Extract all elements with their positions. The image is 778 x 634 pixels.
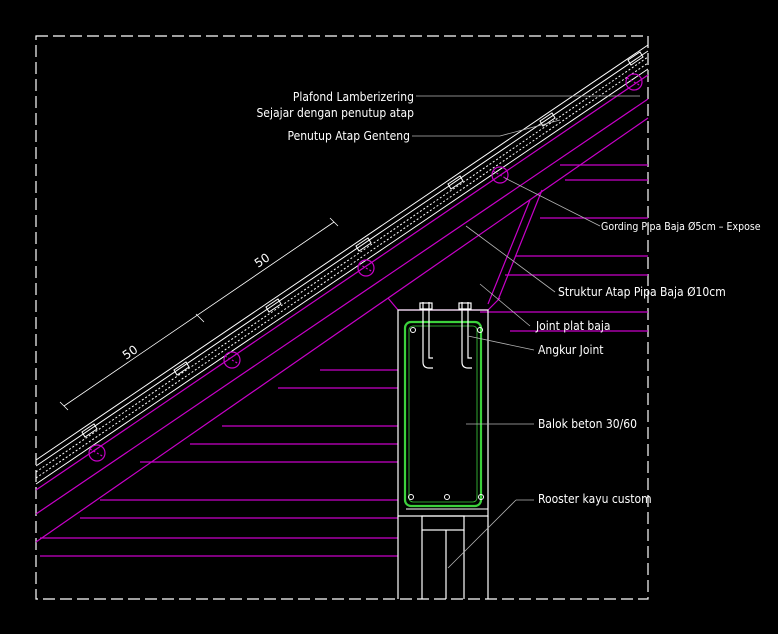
dimension-label-1: 50 bbox=[120, 342, 140, 362]
ceiling-battens bbox=[40, 164, 648, 557]
main-rebar bbox=[410, 327, 416, 333]
roof-slope bbox=[35, 44, 649, 543]
label-gording: Gording Pipa Baja Ø5cm – Expose bbox=[601, 221, 761, 233]
tile-clip-icon bbox=[539, 112, 556, 127]
label-plafond: Plafond Lamberizering bbox=[293, 90, 414, 104]
dimension-label-2: 50 bbox=[252, 250, 272, 270]
circle-pipe-icon bbox=[357, 259, 375, 277]
circle-pipe-icon bbox=[223, 351, 241, 369]
main-rebar bbox=[444, 494, 450, 500]
tile-clip-icon bbox=[355, 237, 372, 252]
main-rebar bbox=[478, 494, 484, 500]
label-rooster: Rooster kayu custom bbox=[538, 492, 652, 506]
leader-lines bbox=[412, 95, 640, 569]
dimension-line bbox=[59, 217, 339, 411]
circle-pipe-icon bbox=[625, 73, 643, 91]
label-plafond-sub: Sejajar dengan penutup atap bbox=[256, 106, 414, 120]
sheet-frame bbox=[35, 35, 649, 600]
tile-clip-icon bbox=[627, 51, 644, 66]
circle-pipe-icon bbox=[88, 444, 106, 462]
label-joint-plat: Joint plat baja bbox=[535, 319, 611, 333]
stirrup-rebar bbox=[403, 320, 483, 508]
gording-pipes bbox=[88, 73, 643, 462]
tile-clip-icon bbox=[173, 361, 190, 376]
column bbox=[397, 515, 489, 599]
main-rebar bbox=[408, 494, 414, 500]
label-penutup: Penutup Atap Genteng bbox=[287, 129, 410, 143]
main-rebar bbox=[477, 327, 483, 333]
circle-pipe-icon bbox=[491, 166, 509, 184]
anchor-bolt-icon bbox=[458, 302, 472, 369]
tile-clip-icon bbox=[265, 298, 282, 313]
tile-clip-icon bbox=[81, 423, 98, 438]
tile-clips bbox=[81, 51, 644, 438]
anchor-bolts bbox=[419, 302, 472, 369]
tile-clip-icon bbox=[447, 175, 464, 190]
concrete-beam bbox=[397, 309, 489, 517]
label-angkur: Angkur Joint bbox=[538, 343, 604, 357]
label-struktur: Struktur Atap Pipa Baja Ø10cm bbox=[558, 285, 726, 299]
label-balok: Balok beton 30/60 bbox=[538, 417, 637, 431]
anchor-bolt-icon bbox=[419, 302, 433, 369]
